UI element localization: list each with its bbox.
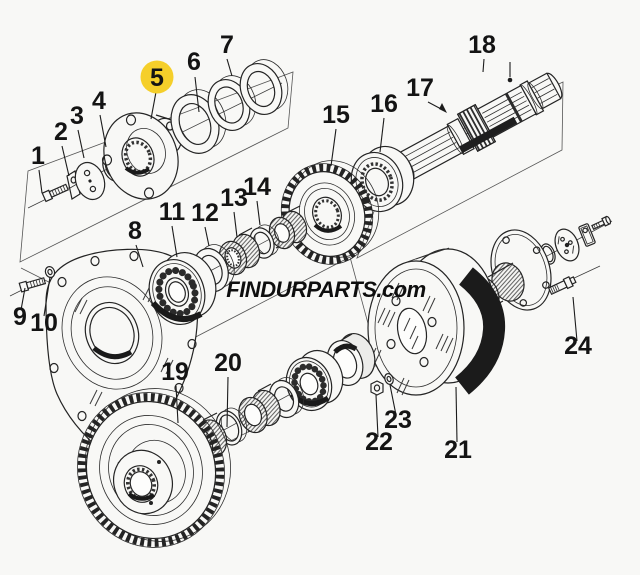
part-22-nut xyxy=(370,380,384,396)
callout-17[interactable]: 17 xyxy=(406,74,434,102)
callout-3[interactable]: 3 xyxy=(70,102,84,130)
callout-5-highlight[interactable] xyxy=(140,60,174,94)
callout-2[interactable]: 2 xyxy=(54,118,68,146)
callout-11[interactable]: 11 xyxy=(159,198,186,226)
callout-5[interactable]: 5 xyxy=(150,64,164,92)
part-11-ball-bearing xyxy=(148,252,217,325)
part-lock-plate-small xyxy=(578,223,596,247)
part-needle-bearing-inner xyxy=(268,205,308,250)
watermark-text: FINDURPARTS.com xyxy=(226,277,425,302)
callout-6[interactable]: 6 xyxy=(187,48,201,76)
callout-12[interactable]: 12 xyxy=(191,199,219,227)
callout-8[interactable]: 8 xyxy=(128,217,142,245)
part-23-washer xyxy=(384,373,394,385)
part-small-bolt-top-right xyxy=(591,215,612,230)
callout-21[interactable]: 21 xyxy=(444,436,472,464)
part-24-stud xyxy=(547,276,577,296)
callout-23[interactable]: 23 xyxy=(384,406,412,434)
leader-dot-18 xyxy=(507,77,513,83)
callout-4[interactable]: 4 xyxy=(92,87,106,115)
part-16-splined-collar xyxy=(350,145,415,213)
part-10-washer xyxy=(44,266,56,278)
part-7-rings xyxy=(207,59,289,131)
callout-1[interactable]: 1 xyxy=(31,142,45,170)
part-bearing-race xyxy=(326,333,376,386)
callout-18[interactable]: 18 xyxy=(468,31,496,59)
drum-hatch-marks xyxy=(368,282,454,396)
callout-19[interactable]: 19 xyxy=(161,358,189,386)
part-21-drum xyxy=(367,247,506,396)
part-9-bolt xyxy=(18,277,47,293)
part-3-end-plate xyxy=(74,161,106,201)
callout-24[interactable]: 24 xyxy=(564,332,592,360)
part-retainer-disc xyxy=(554,228,580,262)
part-needle-bearing-b xyxy=(238,383,281,434)
callout-22[interactable]: 22 xyxy=(365,428,393,456)
callout-14[interactable]: 14 xyxy=(243,173,271,201)
callout-15[interactable]: 15 xyxy=(322,101,350,129)
callout-13[interactable]: 13 xyxy=(220,184,248,212)
callout-20[interactable]: 20 xyxy=(214,349,242,377)
part-6-seal-ring xyxy=(170,89,227,154)
part-1-pin-bolt xyxy=(41,183,69,203)
leader-lines xyxy=(20,58,578,443)
part-19-gear-large xyxy=(76,388,232,548)
callout-7[interactable]: 7 xyxy=(220,31,234,59)
leader-arrow-17 xyxy=(439,103,447,113)
callout-10[interactable]: 10 xyxy=(30,309,58,337)
callout-16[interactable]: 16 xyxy=(370,90,398,118)
callout-numbers: 1 2 3 4 5 6 7 8 9 10 11 12 13 14 15 16 1… xyxy=(13,31,592,464)
callout-9[interactable]: 9 xyxy=(13,303,27,331)
